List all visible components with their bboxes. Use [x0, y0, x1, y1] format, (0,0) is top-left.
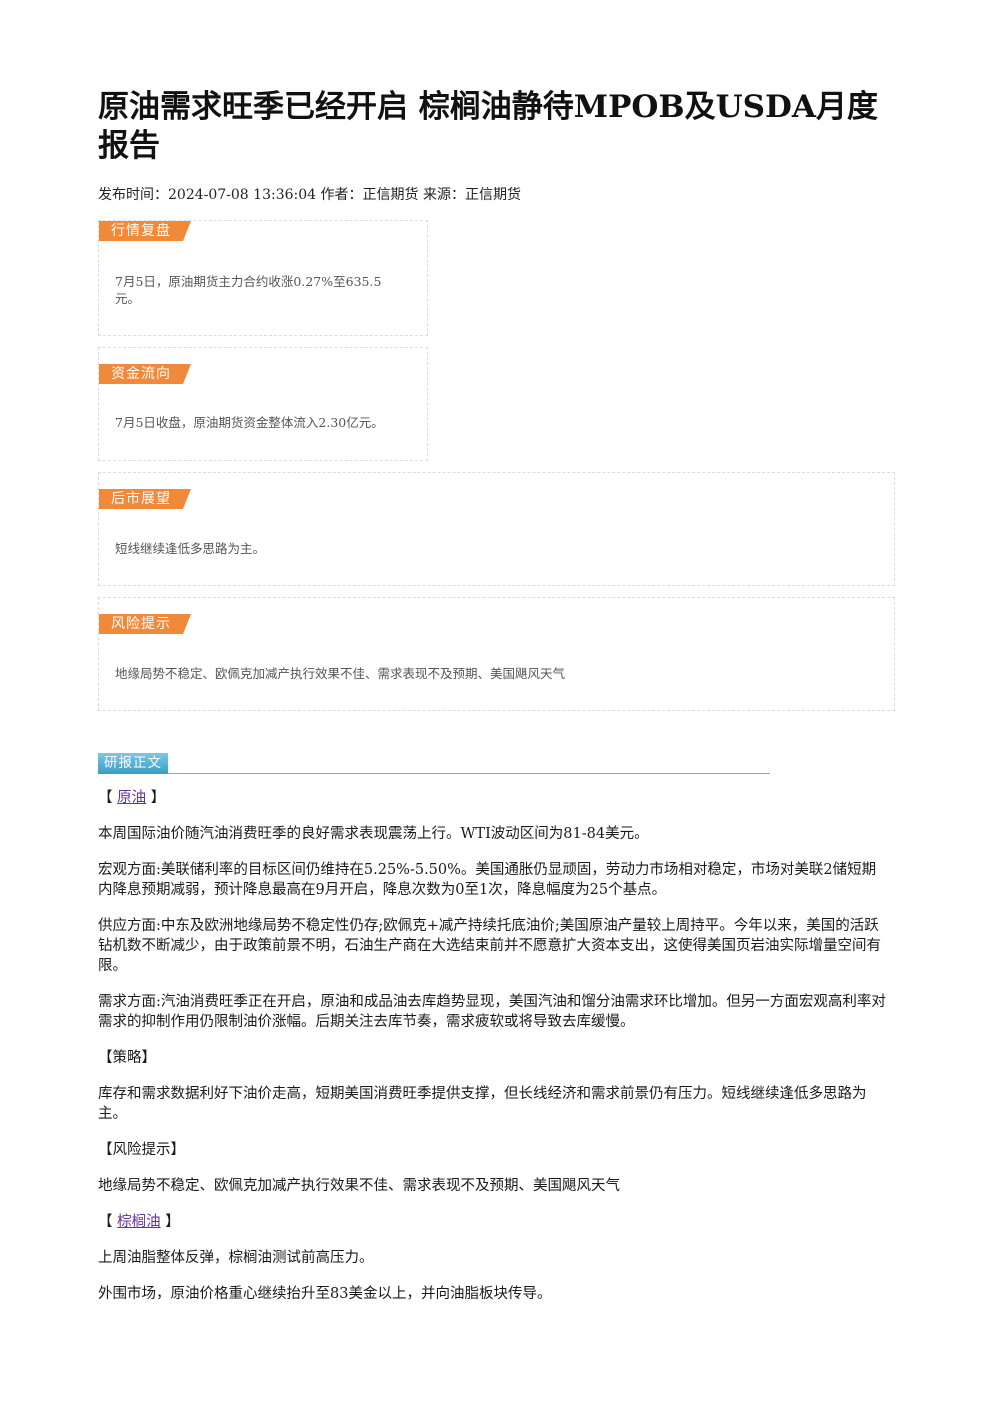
market-review-text: 7月5日，原油期货主力合约收涨0.27%至635.5元。 — [115, 274, 382, 306]
strategy-heading: 【策略】 — [98, 1050, 156, 1066]
capital-flow-tag: 资金流向 — [99, 364, 191, 384]
paragraph: 外围市场，原油价格重心继续抬升至83美金以上，并向油脂板块传导。 — [98, 1286, 552, 1302]
risk-heading: 【风险提示】 — [98, 1142, 185, 1158]
paragraph: 供应方面:中东及欧洲地缘局势不稳定性仍存;欧佩克+减产持续托底油价;美国原油产量… — [98, 918, 881, 974]
capital-flow-text: 7月5日收盘，原油期货资金整体流入2.30亿元。 — [115, 415, 384, 430]
article-meta: 发布时间：2024-07-08 13:36:04 作者：正信期货 来源：正信期货 — [98, 187, 521, 203]
paragraph: 上周油脂整体反弹，棕榈油测试前高压力。 — [98, 1250, 374, 1266]
paragraph: 地缘局势不稳定、欧佩克加减产执行效果不佳、需求表现不及预期、美国飓风天气 — [98, 1178, 620, 1194]
market-review-box: 行情复盘 7月5日，原油期货主力合约收涨0.27%至635.5元。 — [98, 220, 428, 336]
bracket-close: 】 — [165, 1214, 180, 1230]
article-title: 原油需求旺季已经开启 棕榈油静待MPOB及USDA月度报告 — [98, 89, 878, 164]
paragraph: 宏观方面:美联储利率的目标区间仍维持在5.25%-5.50%。美国通胀仍显顽固，… — [98, 862, 877, 898]
risk-text: 地缘局势不稳定、欧佩克加减产执行效果不佳、需求表现不及预期、美国飓风天气 — [115, 666, 566, 681]
paragraph: 需求方面:汽油消费旺季正在开启，原油和成品油去库趋势显现，美国汽油和馏分油需求环… — [98, 994, 886, 1030]
bracket-open: 【 — [98, 790, 113, 806]
capital-flow-box: 资金流向 7月5日收盘，原油期货资金整体流入2.30亿元。 — [98, 347, 428, 461]
outlook-text: 短线继续逢低多思路为主。 — [115, 541, 266, 556]
palm-oil-link[interactable]: 棕榈油 — [117, 1214, 161, 1230]
report-body-header: 研报正文 — [98, 752, 770, 774]
bracket-close: 】 — [150, 790, 166, 806]
paragraph: 本周国际油价随汽油消费旺季的良好需求表现震荡上行。WTI波动区间为81-84美元… — [98, 826, 649, 842]
article-body: 【 原油 】 本周国际油价随汽油消费旺季的良好需求表现震荡上行。WTI波动区间为… — [98, 788, 890, 1320]
outlook-tag: 后市展望 — [99, 489, 191, 509]
market-review-tag: 行情复盘 — [99, 221, 191, 241]
crude-oil-link[interactable]: 原油 — [117, 790, 147, 806]
palm-heading: 【 棕榈油 】 — [98, 1212, 890, 1232]
crude-heading: 【 原油 】 — [98, 788, 890, 808]
report-body-label: 研报正文 — [98, 753, 168, 774]
outlook-box: 后市展望 短线继续逢低多思路为主。 — [98, 472, 895, 586]
risk-tag: 风险提示 — [99, 614, 191, 634]
risk-box: 风险提示 地缘局势不稳定、欧佩克加减产执行效果不佳、需求表现不及预期、美国飓风天… — [98, 597, 895, 711]
bracket-open: 【 — [98, 1214, 113, 1230]
paragraph: 库存和需求数据利好下油价走高，短期美国消费旺季提供支撑，但长线经济和需求前景仍有… — [98, 1086, 867, 1122]
